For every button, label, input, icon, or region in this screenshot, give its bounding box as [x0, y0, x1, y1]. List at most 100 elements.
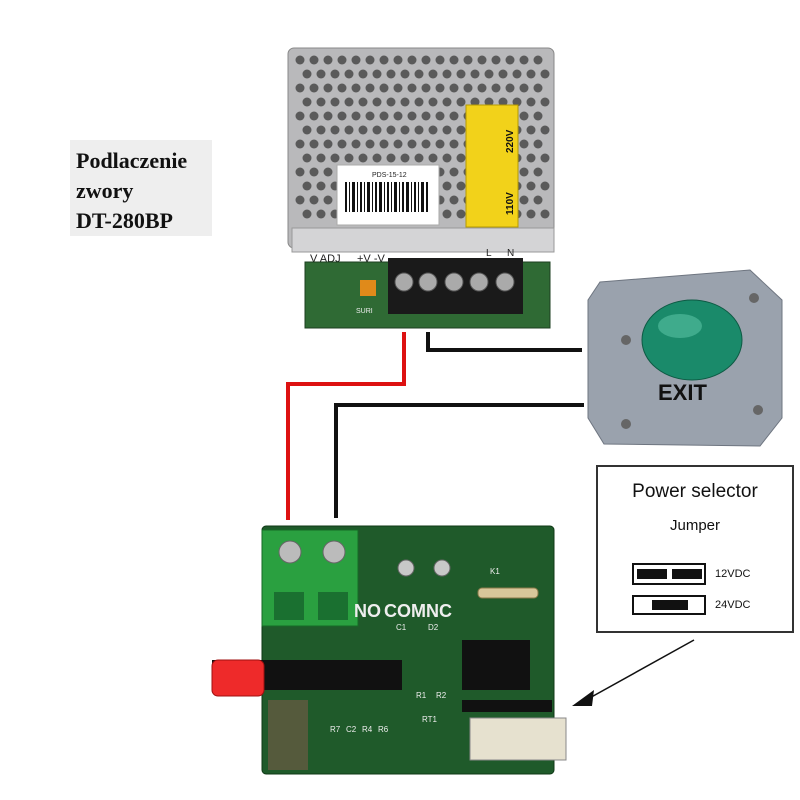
vent-hole	[428, 153, 438, 163]
vent-hole	[386, 125, 396, 135]
vent-hole	[526, 125, 536, 135]
vent-hole	[393, 55, 403, 65]
bottom-component	[268, 700, 308, 770]
vent-hole	[526, 153, 536, 163]
vent-hole	[330, 125, 340, 135]
vent-hole	[449, 83, 459, 93]
vent-hole	[379, 111, 389, 121]
vent-hole	[337, 111, 347, 121]
vent-hole	[477, 55, 487, 65]
vent-hole	[386, 69, 396, 79]
vent-hole	[302, 125, 312, 135]
vent-hole	[470, 97, 480, 107]
power-selector-subtitle: Jumper	[669, 517, 721, 534]
label-rt1: RT1	[422, 715, 438, 724]
vent-hole	[526, 209, 536, 219]
vent-hole	[379, 83, 389, 93]
vent-hole	[337, 83, 347, 93]
vent-hole	[358, 69, 368, 79]
vent-hole	[330, 69, 340, 79]
label-r2: R2	[436, 691, 447, 700]
vent-hole	[421, 111, 431, 121]
vent-hole	[407, 111, 417, 121]
screw-top-right	[749, 293, 759, 303]
vent-hole	[463, 83, 473, 93]
vent-hole	[400, 69, 410, 79]
label-d2: D2	[428, 623, 439, 632]
label-k1: K1	[490, 567, 500, 576]
vent-hole	[484, 97, 494, 107]
vent-hole	[414, 69, 424, 79]
title-line-3: DT-280BP	[76, 208, 173, 233]
vent-hole	[456, 181, 466, 191]
screw-top-left	[621, 335, 631, 345]
vent-hole	[400, 125, 410, 135]
vent-hole	[533, 55, 543, 65]
exit-button-cap	[641, 299, 743, 381]
vent-hole	[372, 69, 382, 79]
vent-hole	[533, 111, 543, 121]
option-12vdc: 12VDC	[715, 568, 751, 580]
pointer-arrow-line	[585, 639, 695, 701]
vent-hole	[442, 125, 452, 135]
label-c2: C2	[346, 725, 357, 734]
vent-hole	[540, 153, 550, 163]
vent-hole	[323, 55, 333, 65]
vent-hole	[372, 153, 382, 163]
label-r4: R4	[362, 725, 373, 734]
vent-hole	[344, 125, 354, 135]
vent-hole	[323, 83, 333, 93]
jumper-12vdc-diagram	[632, 563, 706, 585]
model-label: PDS-15-12	[372, 172, 407, 179]
vent-hole	[309, 111, 319, 121]
vent-hole	[400, 97, 410, 107]
vent-hole	[442, 97, 452, 107]
vent-hole	[337, 139, 347, 149]
wire-psu-to-exit	[426, 332, 582, 352]
vent-hole	[442, 69, 452, 79]
power-supply: V ADJ +V -V L N PDS-15-12 110V 220V	[287, 47, 555, 329]
vent-hole	[358, 153, 368, 163]
vent-hole	[316, 153, 326, 163]
vent-hole	[407, 139, 417, 149]
wire-positive	[286, 332, 406, 520]
label-r7: R7	[330, 725, 341, 734]
vent-hole	[519, 195, 529, 205]
vent-hole	[323, 111, 333, 121]
vent-hole	[365, 55, 375, 65]
vent-hole	[330, 97, 340, 107]
label-r6: R6	[378, 725, 389, 734]
vent-hole	[540, 209, 550, 219]
vent-hole	[302, 97, 312, 107]
vent-hole	[365, 139, 375, 149]
vent-hole	[365, 111, 375, 121]
vent-hole	[316, 181, 326, 191]
label-no: NO	[354, 601, 381, 621]
vent-hole	[512, 97, 522, 107]
board-label-suri: SURI	[356, 308, 373, 315]
vent-hole	[393, 111, 403, 121]
vent-hole	[358, 97, 368, 107]
vent-hole	[351, 111, 361, 121]
vent-hole	[351, 83, 361, 93]
vent-hole	[302, 181, 312, 191]
vent-hole	[344, 153, 354, 163]
vent-hole	[449, 167, 459, 177]
button-highlight	[658, 314, 702, 338]
vent-hole	[365, 83, 375, 93]
vent-hole	[393, 83, 403, 93]
exit-button: EXIT	[587, 269, 783, 447]
vent-hole	[484, 69, 494, 79]
label-r1: R1	[416, 691, 427, 700]
controller-board: NO COM NC K1 C1 D2 R1 R2 R7 C2 R4 R6 RT1	[211, 525, 567, 775]
vent-hole	[477, 83, 487, 93]
vent-hole	[414, 125, 424, 135]
title-line-2: zwory	[76, 178, 134, 203]
vent-hole	[295, 167, 305, 177]
vent-hole	[351, 55, 361, 65]
wire-exit-to-board	[334, 403, 584, 518]
vent-hole	[309, 195, 319, 205]
vent-hole	[400, 153, 410, 163]
vent-hole	[519, 111, 529, 121]
